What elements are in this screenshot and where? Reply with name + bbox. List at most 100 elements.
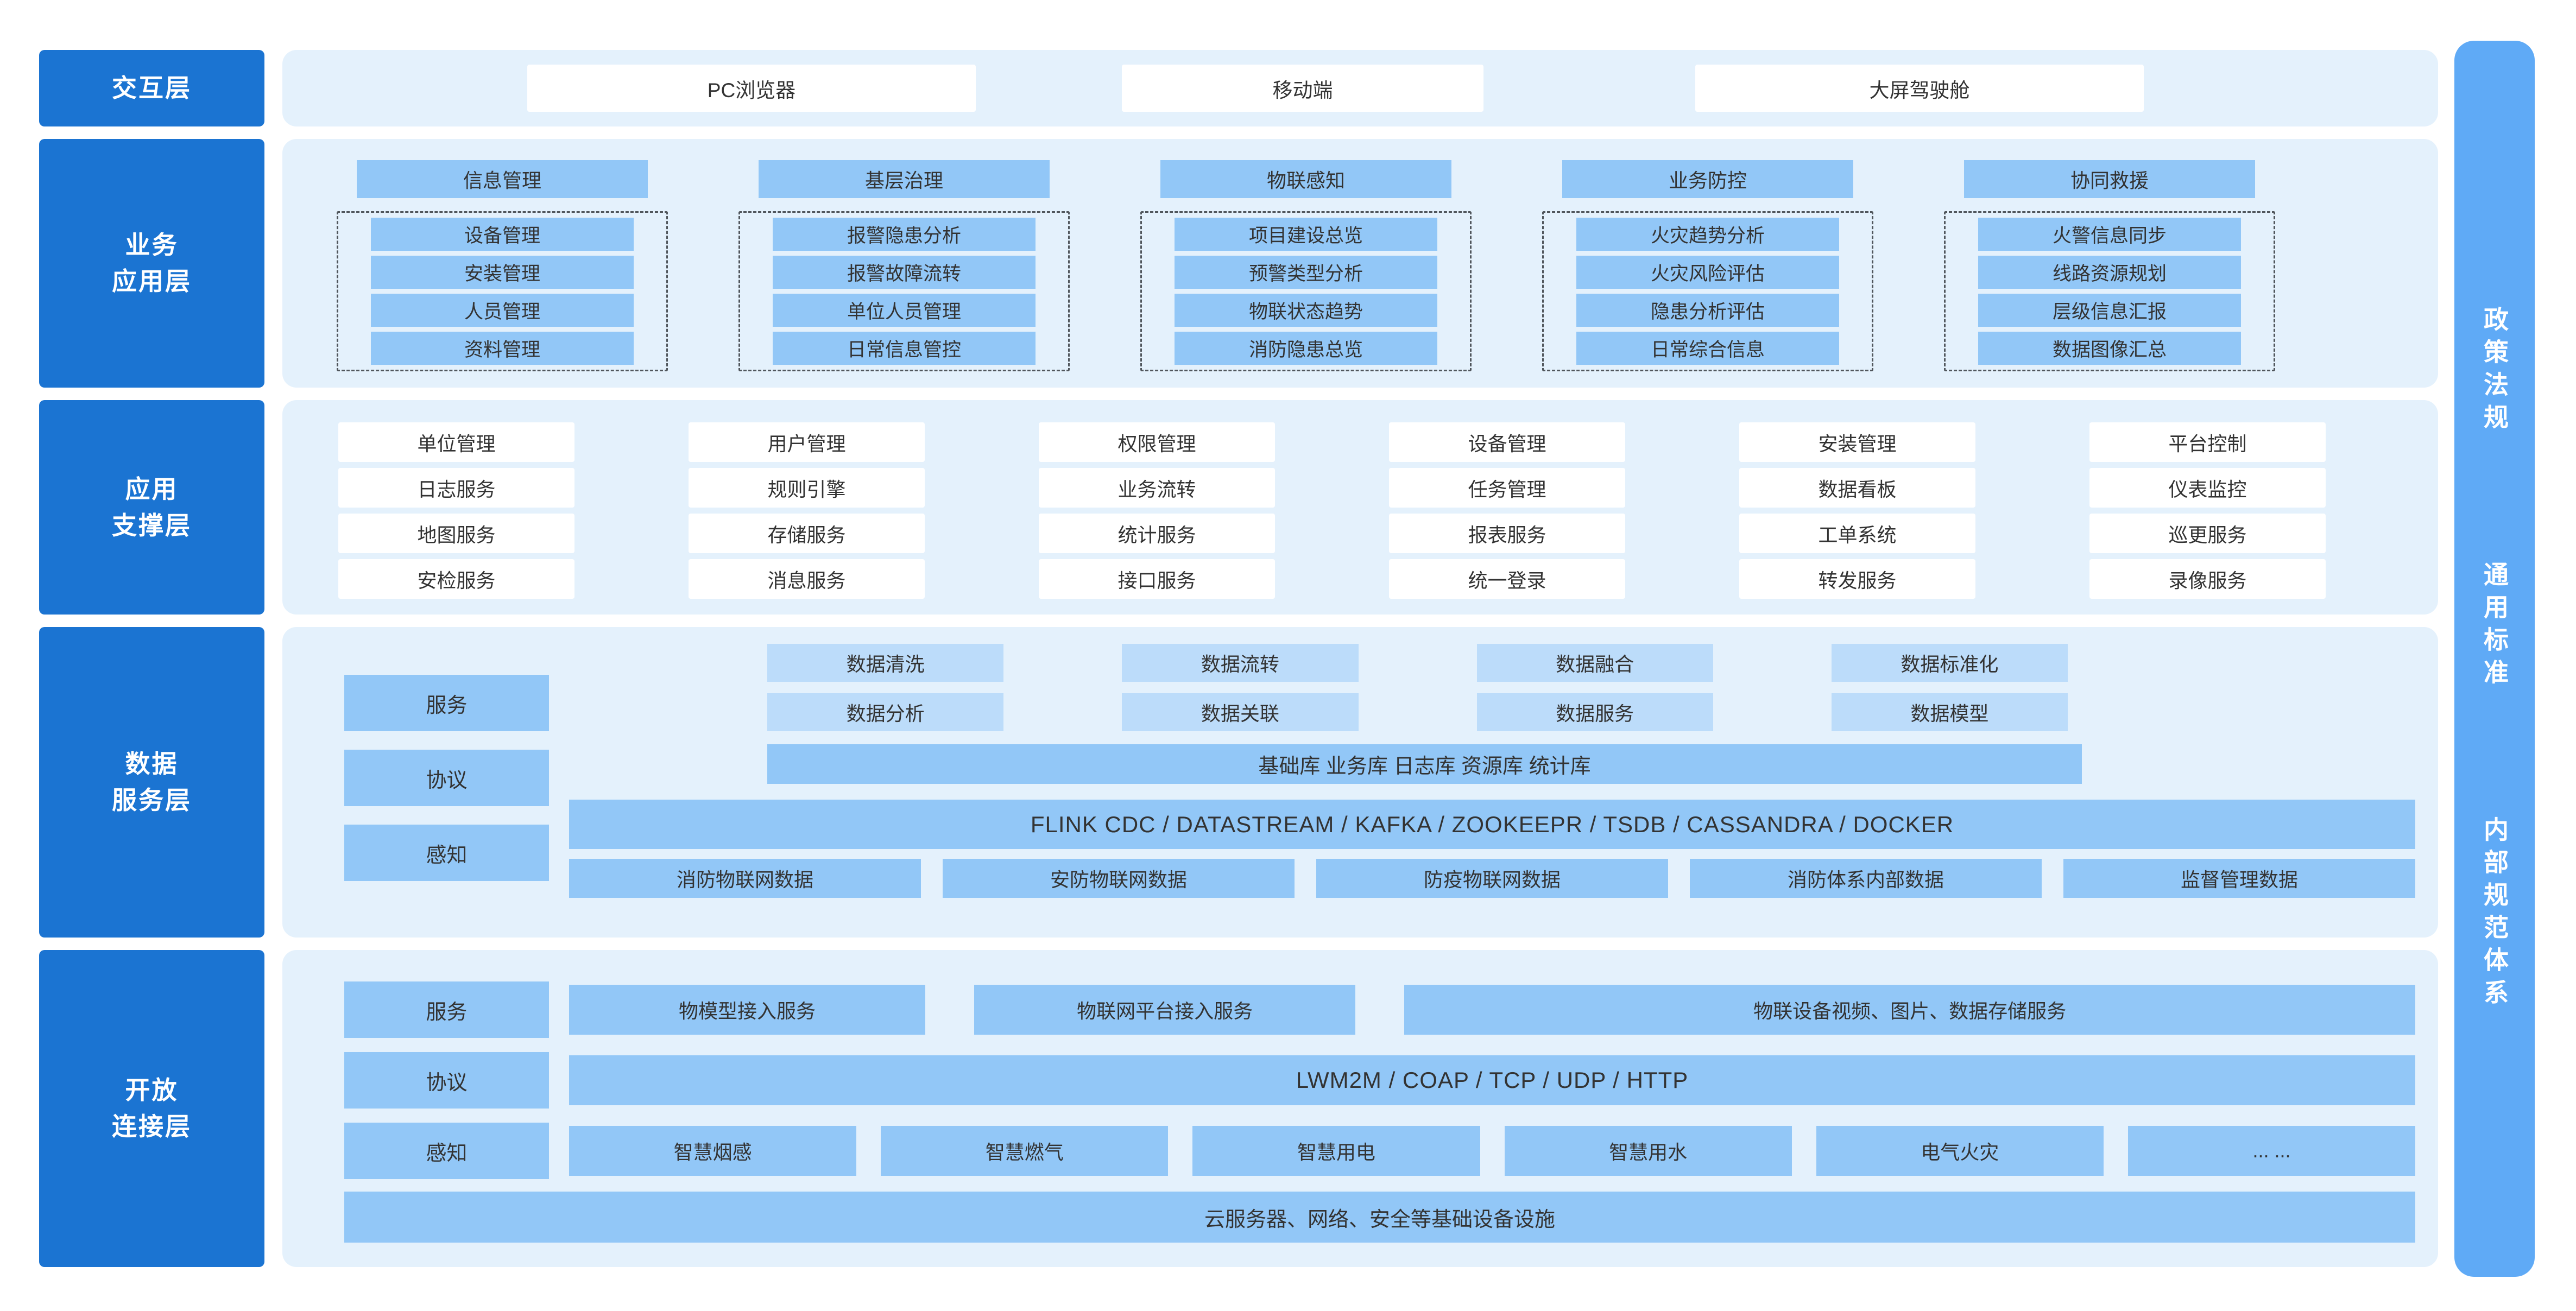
business-function: 项目建设总览 xyxy=(1175,218,1437,251)
support-service: 巡更服务 xyxy=(2089,514,2326,553)
support-service: 任务管理 xyxy=(1389,468,1625,508)
business-dashed-group: 火灾趋势分析火灾风险评估隐患分析评估日常综合信息 xyxy=(1542,211,1873,371)
data-source: 监督管理数据 xyxy=(2063,859,2415,898)
layer-label-open: 开放连接层 xyxy=(39,950,264,1267)
data-source-row: 消防物联网数据安防物联网数据防疫物联网数据消防体系内部数据监督管理数据 xyxy=(569,859,2415,898)
sense-device: 智慧烟感 xyxy=(569,1126,857,1176)
data-side-label: 感知 xyxy=(344,825,549,881)
layer-label-line: 业务 xyxy=(125,231,179,259)
business-function: 设备管理 xyxy=(371,218,634,251)
sense-device: 智慧燃气 xyxy=(881,1126,1169,1176)
open-service-row: 服务 物模型接入服务物联网平台接入服务物联设备视频、图片、数据存储服务 xyxy=(344,980,2415,1040)
business-column: 协同救援火警信息同步线路资源规划层级信息汇报数据图像汇总 xyxy=(1944,160,2275,388)
data-capability: 数据模型 xyxy=(1831,693,2068,731)
layer-label-line: 应用 xyxy=(125,474,179,503)
layer-data: 数据服务层 服务协议感知 数据清洗数据流转数据融合数据标准化 数据分析数据关联数… xyxy=(39,627,2438,938)
business-function: 预警类型分析 xyxy=(1175,256,1437,289)
open-side-protocol: 协议 xyxy=(344,1052,549,1109)
business-function: 消防隐患总览 xyxy=(1175,332,1437,365)
access-service: 物模型接入服务 xyxy=(569,985,925,1035)
right-sidebar: 政策法规 通用标准 内部规范体系 xyxy=(2454,41,2535,1277)
data-side-label: 服务 xyxy=(344,675,549,731)
layer-interaction: 交互层 PC浏览器移动端大屏驾驶舱 xyxy=(39,50,2438,126)
support-service: 平台控制 xyxy=(2089,422,2326,462)
business-column-header: 协同救援 xyxy=(1963,160,2256,198)
database-bar: 基础库 业务库 日志库 资源库 统计库 xyxy=(767,744,2082,784)
open-protocol-row: 协议 LWM2M / COAP / TCP / UDP / HTTP xyxy=(344,1050,2415,1110)
sense-device: 智慧用水 xyxy=(1504,1126,1792,1176)
business-column: 基层治理报警隐患分析报警故障流转单位人员管理日常信息管控 xyxy=(738,160,1070,388)
layer-business: 业务应用层 信息管理设备管理安装管理人员管理资料管理基层治理报警隐患分析报警故障… xyxy=(39,139,2438,388)
support-service: 转发服务 xyxy=(1739,559,1975,599)
data-capability: 数据分析 xyxy=(767,693,1004,731)
support-service: 消息服务 xyxy=(689,559,925,599)
data-content: 数据清洗数据流转数据融合数据标准化 数据分析数据关联数据服务数据模型 基础库 业… xyxy=(569,644,2415,898)
data-capability-row-2: 数据分析数据关联数据服务数据模型 xyxy=(767,693,2068,731)
layer-open: 开放连接层 服务 物模型接入服务物联网平台接入服务物联设备视频、图片、数据存储服… xyxy=(39,950,2438,1267)
business-column-header: 基层治理 xyxy=(758,160,1050,198)
support-service: 统计服务 xyxy=(1039,514,1275,553)
business-dashed-group: 项目建设总览预警类型分析物联状态趋势消防隐患总览 xyxy=(1140,211,1472,371)
support-service: 设备管理 xyxy=(1389,422,1625,462)
business-function: 人员管理 xyxy=(371,294,634,327)
sidebar-item-internal-spec: 内部规范体系 xyxy=(2480,816,2509,1012)
data-capability: 数据关联 xyxy=(1122,693,1359,731)
support-panel: 单位管理用户管理权限管理设备管理安装管理平台控制日志服务规则引擎业务流转任务管理… xyxy=(282,400,2438,615)
data-source: 消防物联网数据 xyxy=(569,859,921,898)
open-side-sense: 感知 xyxy=(344,1123,549,1179)
business-function: 隐患分析评估 xyxy=(1576,294,1839,327)
business-function: 报警故障流转 xyxy=(773,256,1036,289)
support-service: 接口服务 xyxy=(1039,559,1275,599)
support-service: 仪表监控 xyxy=(2089,468,2326,508)
interaction-panel: PC浏览器移动端大屏驾驶舱 xyxy=(282,50,2438,126)
support-service: 日志服务 xyxy=(338,468,574,508)
support-service: 单位管理 xyxy=(338,422,574,462)
support-service: 录像服务 xyxy=(2089,559,2326,599)
layer-label-support: 应用支撑层 xyxy=(39,400,264,615)
support-service: 地图服务 xyxy=(338,514,574,553)
interaction-terminal: 大屏驾驶舱 xyxy=(1695,65,2144,112)
data-capability: 数据融合 xyxy=(1476,644,1713,682)
business-dashed-group: 设备管理安装管理人员管理资料管理 xyxy=(337,211,668,371)
support-service: 用户管理 xyxy=(689,422,925,462)
business-function: 报警隐患分析 xyxy=(773,218,1036,251)
business-column-header: 物联感知 xyxy=(1160,160,1452,198)
layer-label-line: 交互层 xyxy=(112,74,192,103)
business-function: 日常信息管控 xyxy=(773,332,1036,365)
middleware-bar: FLINK CDC / DATASTREAM / KAFKA / ZOOKEEP… xyxy=(569,800,2415,849)
support-service: 工单系统 xyxy=(1739,514,1975,553)
business-column: 业务防控火灾趋势分析火灾风险评估隐患分析评估日常综合信息 xyxy=(1542,160,1873,388)
business-panel: 信息管理设备管理安装管理人员管理资料管理基层治理报警隐患分析报警故障流转单位人员… xyxy=(282,139,2438,388)
layer-label-interaction: 交互层 xyxy=(39,50,264,126)
sense-device: 电气火灾 xyxy=(1816,1126,2104,1176)
open-side-service: 服务 xyxy=(344,981,549,1038)
layer-rows: 交互层 PC浏览器移动端大屏驾驶舱 业务应用层 信息管理设备管理安装管理人员管理… xyxy=(39,50,2438,1267)
support-service: 统一登录 xyxy=(1389,559,1625,599)
business-column-header: 业务防控 xyxy=(1562,160,1854,198)
business-function: 物联状态趋势 xyxy=(1175,294,1437,327)
support-service: 业务流转 xyxy=(1039,468,1275,508)
open-sense-boxes: 智慧烟感智慧燃气智慧用电智慧用水电气火灾... ... xyxy=(569,1121,2416,1181)
layer-label-line: 连接层 xyxy=(112,1112,192,1141)
data-source: 消防体系内部数据 xyxy=(1690,859,2042,898)
layer-label-line: 数据 xyxy=(125,750,179,778)
interaction-terminal: 移动端 xyxy=(1122,65,1483,112)
infrastructure-bar: 云服务器、网络、安全等基础设备设施 xyxy=(344,1192,2415,1243)
layer-label-line: 应用层 xyxy=(112,267,192,295)
open-protocol-content: LWM2M / COAP / TCP / UDP / HTTP xyxy=(569,1050,2415,1110)
business-column: 物联感知项目建设总览预警类型分析物联状态趋势消防隐患总览 xyxy=(1140,160,1472,388)
open-sense-row: 感知 智慧烟感智慧燃气智慧用电智慧用水电气火灾... ... xyxy=(344,1121,2416,1181)
support-service: 存储服务 xyxy=(689,514,925,553)
sense-device: ... ... xyxy=(2127,1126,2416,1176)
data-capability: 数据标准化 xyxy=(1831,644,2068,682)
layer-support: 应用支撑层 单位管理用户管理权限管理设备管理安装管理平台控制日志服务规则引擎业务… xyxy=(39,400,2438,615)
support-service: 安检服务 xyxy=(338,559,574,599)
data-panel: 服务协议感知 数据清洗数据流转数据融合数据标准化 数据分析数据关联数据服务数据模… xyxy=(282,627,2438,938)
support-service: 权限管理 xyxy=(1039,422,1275,462)
support-service: 数据看板 xyxy=(1739,468,1975,508)
business-function: 火灾风险评估 xyxy=(1576,256,1839,289)
business-function: 安装管理 xyxy=(371,256,634,289)
data-capability-row-1: 数据清洗数据流转数据融合数据标准化 xyxy=(767,644,2068,682)
layer-label-line: 支撑层 xyxy=(112,511,192,540)
business-function: 火灾趋势分析 xyxy=(1576,218,1839,251)
